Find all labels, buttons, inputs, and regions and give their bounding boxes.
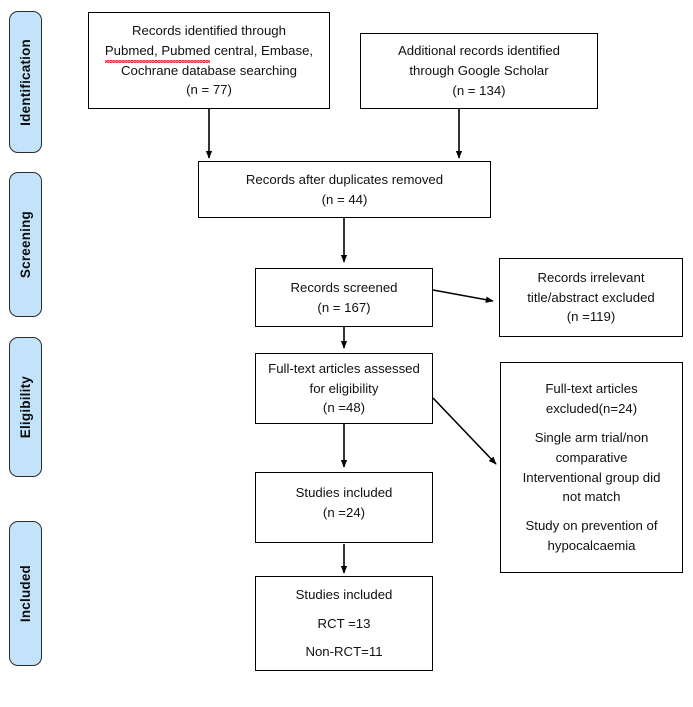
node-duplicates-removed: Records after duplicates removed (n = 44…: [198, 161, 491, 218]
arrow-fulltext-to-excluded: [432, 397, 497, 465]
records-screened-count: (n = 167): [317, 299, 371, 315]
stage-label-screening: Screening: [9, 172, 42, 317]
node-studies-included-detail: Studies included RCT =13 Non-RCT=11: [255, 576, 433, 671]
fulltext-assessed-line2: for eligibility: [309, 380, 379, 396]
records-excluded-line1: Records irrelevant: [537, 269, 645, 285]
node-records-screened: Records screened (n = 167): [255, 268, 433, 327]
stage-label-eligibility: Eligibility: [9, 337, 42, 477]
studies-included-line1: Studies included: [295, 485, 393, 500]
fulltext-excluded-line8: hypocalcaemia: [547, 537, 636, 553]
fulltext-excluded-line6: not match: [562, 489, 621, 505]
additional-records-count: (n = 134): [452, 82, 506, 98]
node-records-excluded: Records irrelevant title/abstract exclud…: [499, 258, 683, 337]
fulltext-excluded-line5: Interventional group did: [522, 469, 661, 485]
stage-screening-text: Screening: [18, 210, 33, 279]
records-identified-line2: Pubmed, Pubmed central, Embase,: [104, 41, 314, 63]
fulltext-excluded-line7: Study on prevention of: [525, 518, 658, 534]
duplicates-removed-count: (n = 44): [321, 191, 368, 207]
fulltext-excluded-line1: Full-text articles: [545, 381, 638, 397]
fulltext-assessed-count: (n =48): [322, 400, 366, 416]
records-identified-count: (n = 77): [186, 82, 232, 98]
node-fulltext-assessed: Full-text articles assessed for eligibil…: [255, 353, 433, 424]
arrow-screened-to-excluded: [432, 289, 494, 303]
fulltext-excluded-line3: Single arm trial/non: [534, 429, 649, 445]
studies-detail-non-rct: Non-RCT=11: [305, 644, 383, 660]
fulltext-excluded-line4: comparative: [555, 449, 628, 465]
studies-included-count: (n =24): [322, 504, 366, 520]
fulltext-excluded-line2: excluded(n=24): [545, 401, 638, 417]
node-records-identified: Records identified through Pubmed, Pubme…: [88, 12, 330, 109]
node-studies-included: Studies included (n =24): [255, 472, 433, 543]
studies-detail-line1: Studies included: [295, 586, 393, 602]
stage-identification-text: Identification: [18, 38, 33, 126]
fulltext-assessed-line1: Full-text articles assessed: [268, 360, 420, 376]
studies-detail-rct: RCT =13: [317, 615, 371, 631]
spellcheck-underline-pubmed: Pubmed, Pubmed: [104, 41, 210, 63]
records-excluded-line2: title/abstract excluded: [527, 289, 655, 305]
records-identified-line1: Records identified through: [132, 22, 286, 38]
node-fulltext-excluded: Full-text articles excluded(n=24) Single…: [500, 362, 683, 573]
node-additional-records: Additional records identified through Go…: [360, 33, 598, 109]
records-screened-line1: Records screened: [290, 279, 398, 295]
records-excluded-count: (n =119): [566, 309, 616, 325]
stage-label-identification: Identification: [9, 11, 42, 153]
stage-included-text: Included: [18, 564, 33, 623]
additional-records-line1: Additional records identified: [397, 43, 560, 59]
additional-records-line2: through Google Scholar: [409, 63, 549, 79]
duplicates-removed-line1: Records after duplicates removed: [245, 171, 444, 187]
stage-label-included: Included: [9, 521, 42, 666]
records-identified-line2b: central, Embase,: [210, 42, 314, 58]
records-identified-line3: Cochrane database searching: [121, 62, 297, 78]
stage-eligibility-text: Eligibility: [18, 375, 33, 439]
